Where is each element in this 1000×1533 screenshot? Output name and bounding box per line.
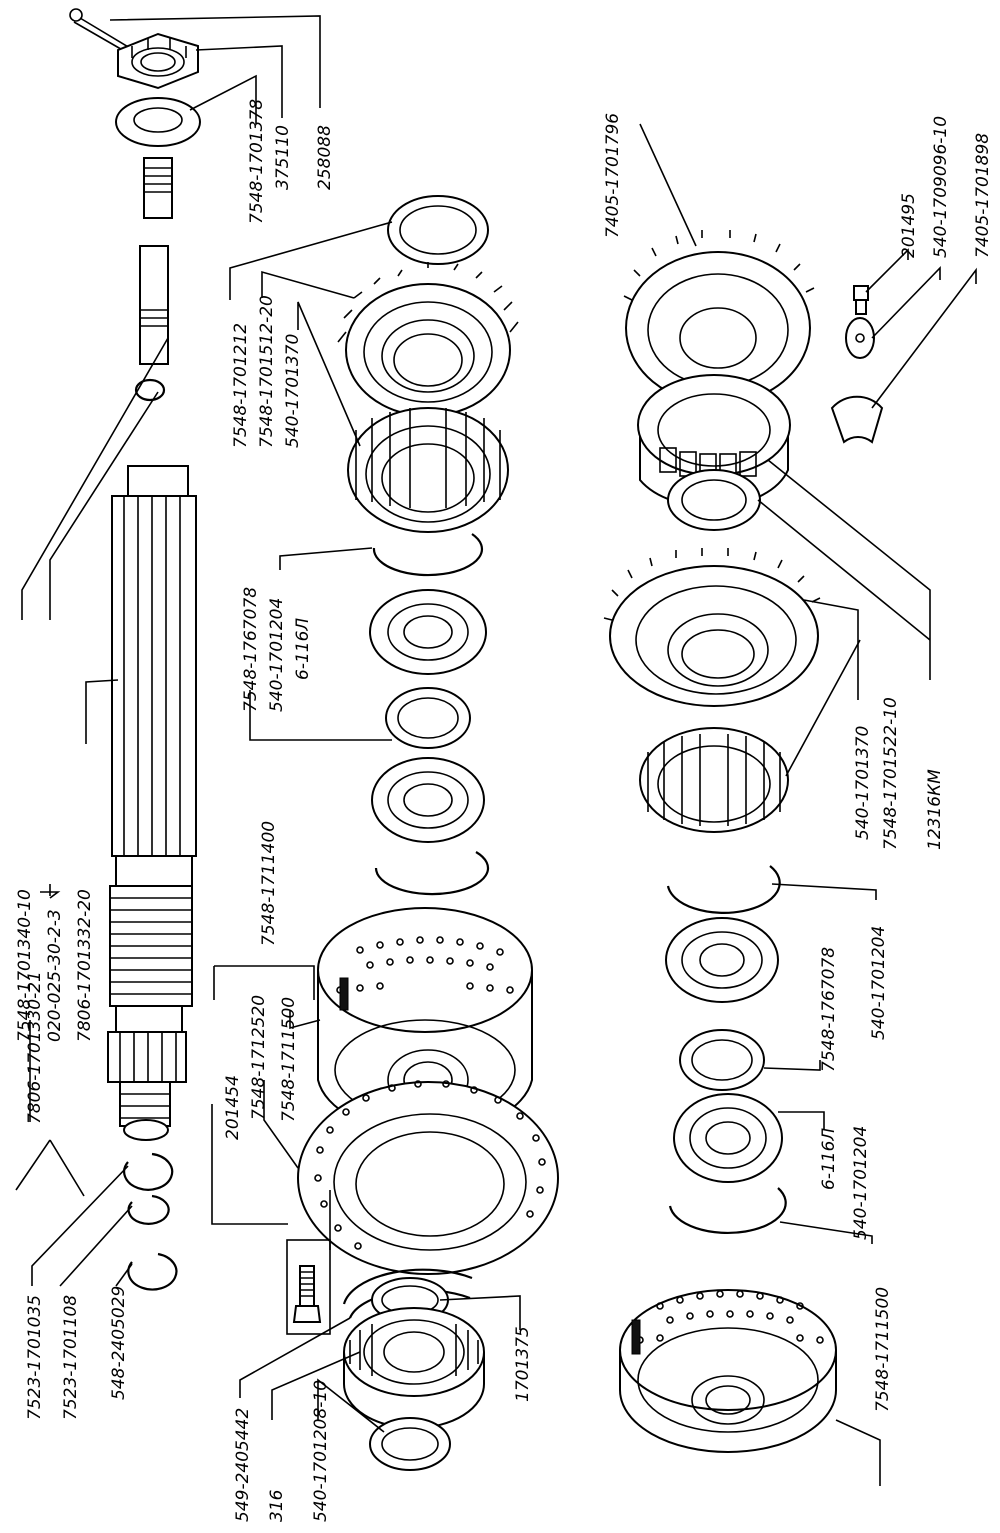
label-540-1709096-10: 540-1709096-10 — [931, 116, 951, 258]
label-375110: 375110 — [273, 125, 293, 190]
synchronizer-hub-right — [639, 727, 789, 833]
ball-bearing-right-2 — [673, 1093, 783, 1183]
ball-bearing-right-1 — [665, 917, 779, 1003]
snap-rings-left — [123, 1152, 178, 1291]
ball-bearing-mid-2 — [371, 757, 485, 843]
leader-lines — [15, 15, 977, 1486]
top-gear-right — [623, 230, 815, 405]
label-7405-1701898: 7405-1701898 — [973, 133, 993, 258]
upper-gear-synchronizer — [337, 262, 519, 417]
label-549-2405442: 549-2405442 — [233, 1408, 253, 1522]
lock-plate — [845, 317, 875, 359]
part-labels: 7548-1701378 375110 258088 7548-1701212 … — [15, 99, 993, 1522]
o-ring — [134, 378, 166, 402]
snap-ring-mid-1 — [372, 533, 483, 577]
input-pin — [139, 245, 169, 365]
label-7548-1767078-right: 7548-1767078 — [819, 947, 839, 1072]
brake-drum-right — [619, 1289, 837, 1453]
bearing-ring-low — [369, 1417, 451, 1471]
main-shaft — [107, 465, 197, 1141]
bearing-sleeve-right — [679, 1029, 765, 1091]
label-7548-1701212: 7548-1701212 — [231, 323, 251, 448]
label-7523-1701108: 7523-1701108 — [61, 1295, 81, 1420]
label-7806-1701330-21: 7806-1701330-21 — [25, 971, 45, 1124]
label-020-025-30-2-3: 020-025-30-2-3 — [45, 909, 65, 1042]
cotter-pin — [69, 8, 131, 53]
label-7548-1711500-mid: 7548-1711500 — [279, 997, 299, 1122]
label-201454: 201454 — [223, 1075, 243, 1140]
label-540-1701370-right: 540-1701370 — [853, 726, 873, 840]
label-7548-1711400: 7548-1711400 — [259, 821, 279, 946]
middle-gear-right — [603, 548, 821, 707]
label-7548-1712520: 7548-1712520 — [249, 995, 269, 1120]
label-7548-1701340-10: 7548-1701340-10 — [15, 889, 35, 1042]
friction-disc — [297, 1080, 559, 1275]
top-sleeve — [387, 195, 489, 265]
label-540-1701204-right: 540-1701204 — [869, 926, 889, 1040]
snap-ring-right-1 — [666, 865, 781, 914]
label-7548-1711500-right: 7548-1711500 — [873, 1287, 893, 1412]
bearing-sleeve-mid — [385, 687, 471, 749]
label-7548-1701522-10: 7548-1701522-10 — [881, 697, 901, 850]
label-7806-1701332-20: 7806-1701332-20 — [75, 889, 95, 1042]
label-258088: 258088 — [315, 125, 335, 190]
label-548-2405029: 548-2405029 — [109, 1286, 129, 1400]
label-540-1701204-mid: 540-1701204 — [267, 598, 287, 712]
label-6-116L-mid: 6-116Л — [293, 618, 313, 680]
snap-ring-mid-2 — [374, 851, 490, 896]
label-12316KM: 12316КМ — [925, 769, 945, 850]
shaft-stub — [143, 157, 173, 219]
label-7548-1767078-mid: 7548-1767078 — [241, 587, 261, 712]
label-7523-1701035: 7523-1701035 — [25, 1295, 45, 1420]
label-201495: 201495 — [899, 193, 919, 258]
label-316: 316 — [267, 1489, 287, 1522]
ball-bearing-316 — [343, 1307, 485, 1429]
castle-nut — [117, 32, 199, 90]
label-7548-1701378: 7548-1701378 — [247, 99, 267, 224]
roller-bearing-12316KM — [637, 374, 791, 531]
half-ring — [830, 395, 884, 444]
label-7405-1701796: 7405-1701796 — [603, 113, 623, 238]
bolt-201495 — [853, 285, 869, 315]
label-540-1701370-top: 540-1701370 — [283, 334, 303, 448]
ball-bearing-mid-1 — [369, 589, 487, 675]
snap-ring-right-2 — [668, 1187, 787, 1235]
label-540-1701208-10: 540-1701208-10 — [311, 1380, 331, 1522]
label-1701375: 1701375 — [513, 1326, 533, 1402]
label-540-1701204-low: 540-1701204 — [851, 1126, 871, 1240]
bolt-inset — [286, 1239, 331, 1335]
label-7548-1701512-20: 7548-1701512-20 — [257, 295, 277, 448]
label-6-116L-right: 6-116Л — [819, 1128, 839, 1190]
washer — [115, 97, 201, 147]
lower-gear-synchronizer — [347, 407, 509, 533]
